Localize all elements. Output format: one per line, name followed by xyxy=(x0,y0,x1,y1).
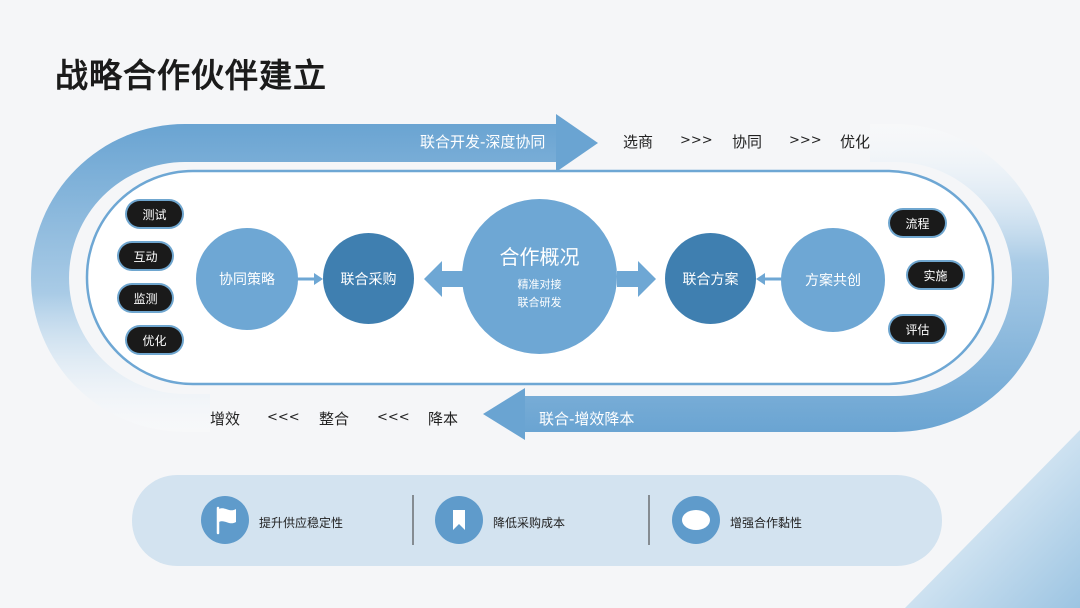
bottom-step: 降本 xyxy=(428,410,459,428)
flag-icon xyxy=(201,496,249,544)
center-line: 精准对接 xyxy=(517,278,562,291)
flow-separator: >>> xyxy=(789,133,822,148)
center-overview[interactable]: 合作概况 精准对接 联合研发 xyxy=(462,199,617,354)
pill-implement[interactable]: 实施 xyxy=(908,262,963,288)
feature-label: 降低采购成本 xyxy=(493,516,566,530)
flow-separator: <<< xyxy=(377,410,410,425)
flow-separator: <<< xyxy=(267,410,300,425)
pill-optimize[interactable]: 优化 xyxy=(127,327,182,353)
center-line: 联合研发 xyxy=(517,296,562,309)
top-step: 协同 xyxy=(732,133,763,151)
top-step: 选商 xyxy=(623,133,654,151)
bottom-arrow-band xyxy=(525,124,1049,432)
node-co-creation[interactable]: 方案共创 xyxy=(781,228,885,332)
node-collab-strategy[interactable]: 协同策略 xyxy=(196,228,298,330)
flow-separator: >>> xyxy=(680,133,713,148)
top-arrow-band xyxy=(31,124,560,432)
page-title: 战略合作伙伴建立 xyxy=(55,56,327,95)
feature-label: 提升供应稳定性 xyxy=(259,516,344,530)
benefits-panel xyxy=(132,475,942,566)
bottom-arrow-label: 联合-增效降本 xyxy=(539,410,635,428)
ellipse-icon xyxy=(672,496,720,544)
right-double-arrow xyxy=(617,261,656,297)
pill-test[interactable]: 测试 xyxy=(127,201,182,227)
corner-decoration xyxy=(905,430,1080,608)
pill-interact[interactable]: 互动 xyxy=(119,243,172,269)
feature-label: 增强合作黏性 xyxy=(730,516,803,530)
center-title: 合作概况 xyxy=(499,245,580,269)
pill-process[interactable]: 流程 xyxy=(890,210,945,236)
node-label: 协同策略 xyxy=(219,272,275,288)
top-arrow-head xyxy=(556,114,598,172)
bottom-arrow-head xyxy=(483,388,525,440)
top-step: 优化 xyxy=(840,133,871,151)
left-double-arrow xyxy=(424,261,463,297)
pill-monitor[interactable]: 监测 xyxy=(119,285,172,311)
top-arrow-label: 联合开发-深度协同 xyxy=(420,133,546,151)
bottom-step: 整合 xyxy=(319,410,350,428)
node-label: 联合采购 xyxy=(340,271,397,288)
node-joint-purchase[interactable]: 联合采购 xyxy=(323,233,414,324)
bottom-step: 增效 xyxy=(210,410,241,428)
node-label: 联合方案 xyxy=(682,271,739,288)
pill-evaluate[interactable]: 评估 xyxy=(890,316,945,342)
node-joint-plan[interactable]: 联合方案 xyxy=(665,233,756,324)
node-label: 方案共创 xyxy=(805,273,861,289)
bookmark-icon xyxy=(435,496,483,544)
